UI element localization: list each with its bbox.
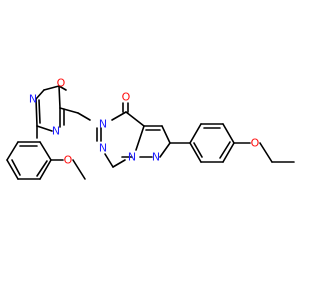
carbonyl-oxygen-label: O xyxy=(122,91,131,104)
triazine-nitrogen-bottom-label: N xyxy=(128,151,136,164)
oxadiazole-nitrogen-bottom-label: N xyxy=(52,125,60,138)
atom-labels: O N N N N O N N O O xyxy=(29,77,260,167)
amide-nitrogen-label: N xyxy=(99,118,107,131)
canvas-background xyxy=(0,0,300,300)
methoxy-oxygen-label: O xyxy=(64,154,73,167)
molecule-structure: O N N N N O N N O O xyxy=(0,0,300,300)
oxadiazole-nitrogen-left-label: N xyxy=(29,93,37,106)
bonds xyxy=(6,85,295,180)
pyrazole-nitrogen-label: N xyxy=(152,151,160,164)
ethoxy-oxygen-label: O xyxy=(251,137,260,150)
triazine-nitrogen-top-label: N xyxy=(99,142,107,155)
oxadiazole-oxygen-label: O xyxy=(57,77,66,90)
